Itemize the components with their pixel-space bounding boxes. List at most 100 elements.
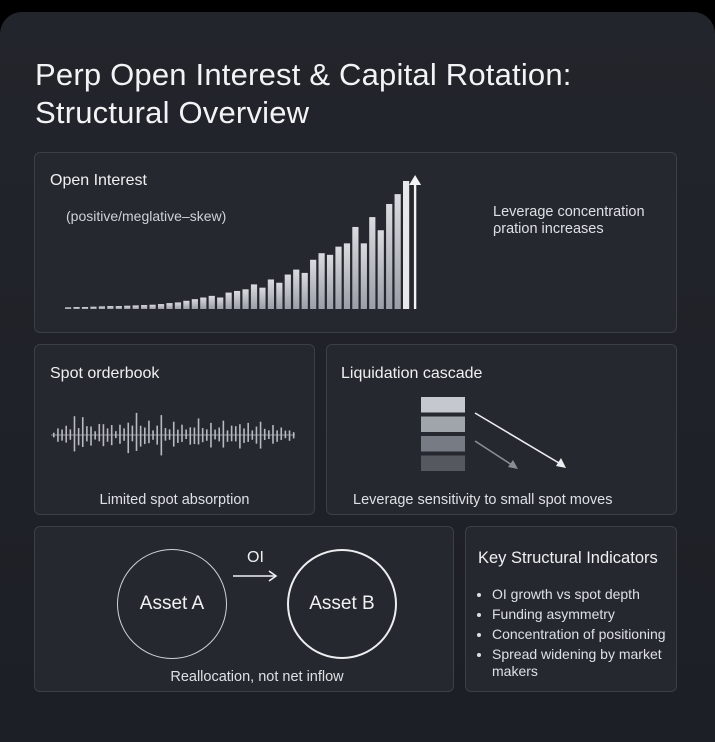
asset-b-circle: Asset B <box>287 549 397 659</box>
cascade-arrow-head-icon <box>556 458 566 468</box>
oi-bar <box>250 284 258 309</box>
spot-depth-bar <box>73 416 76 452</box>
capital-rotation-panel: Asset A Asset B OI Reallocation, not net… <box>34 526 454 692</box>
spot-depth-bar <box>197 418 200 445</box>
spot-orderbook-chart <box>51 412 295 456</box>
oi-bar <box>352 226 359 309</box>
open-interest-side-note: Leverage concentration ρration increases <box>493 204 645 237</box>
spot-depth-bar <box>152 430 154 440</box>
liquidation-layer <box>421 455 465 471</box>
secondary-arrow-icon <box>474 440 516 468</box>
liquidation-cascade-heading: Liquidation cascade <box>341 365 483 382</box>
spot-depth-bar <box>280 427 283 441</box>
oi-bar <box>394 194 401 309</box>
spot-depth-bar <box>288 430 291 441</box>
spot-depth-bar <box>115 431 117 439</box>
spot-depth-bar <box>81 417 84 447</box>
oi-bar <box>377 230 384 309</box>
liquidation-cascade-diagram <box>421 397 566 471</box>
spot-depth-bar <box>214 429 216 440</box>
oi-bar <box>310 259 317 309</box>
oi-bar <box>276 282 283 309</box>
oi-bar <box>81 307 89 309</box>
spot-depth-bar <box>255 426 258 444</box>
spot-depth-bar <box>251 430 254 440</box>
oi-bar <box>166 303 173 309</box>
oi-bar <box>343 243 351 309</box>
spot-depth-bar <box>98 423 101 442</box>
oi-bar <box>124 305 131 309</box>
oi-bar <box>234 290 241 309</box>
oi-bar <box>267 279 274 309</box>
indicators-panel: Key Structural Indicators OI growth vs s… <box>465 526 677 692</box>
spot-depth-bar <box>164 428 167 441</box>
liquidation-cascade-caption: Leverage sensitivity to small spot moves <box>353 492 613 508</box>
spot-depth-bar <box>148 420 150 444</box>
spot-depth-bar <box>243 428 245 443</box>
spot-depth-bar <box>201 428 204 443</box>
spot-depth-bar <box>106 428 109 442</box>
oi-bar <box>259 287 266 309</box>
spot-depth-bar <box>239 424 241 449</box>
spot-depth-bar <box>139 425 142 447</box>
oi-bar <box>149 304 156 309</box>
oi-bar <box>107 306 114 309</box>
indicators-heading: Key Structural Indicators <box>478 549 658 567</box>
oi-arrow-label: OI <box>247 549 264 566</box>
oi-bar <box>200 297 207 309</box>
oi-bar <box>335 246 342 309</box>
spot-depth-bar <box>259 421 262 449</box>
spot-depth-bar <box>189 427 192 445</box>
spot-depth-bar <box>69 429 72 440</box>
spot-orderbook-caption: Limited spot absorption <box>99 492 250 508</box>
oi-bar <box>65 307 72 309</box>
oi-bar <box>90 306 97 309</box>
spot-depth-bar <box>263 428 266 441</box>
spot-depth-bar <box>276 430 278 442</box>
open-interest-chart <box>65 175 422 309</box>
spot-orderbook-panel: Spot orderbook Limited spot absorption <box>34 344 315 515</box>
spot-depth-bar <box>206 429 208 441</box>
spot-depth-bar <box>292 432 295 439</box>
oi-bar <box>284 274 291 309</box>
spot-depth-bar <box>193 427 196 445</box>
open-interest-panel: Open Interest (positive/meglative–skew) … <box>34 152 677 333</box>
secondary-arrow-head-icon <box>508 460 518 469</box>
spot-orderbook-heading: Spot orderbook <box>50 365 160 382</box>
oi-bar <box>141 305 148 309</box>
spot-depth-bar <box>131 425 134 442</box>
spot-depth-bar <box>268 430 270 439</box>
oi-bar <box>326 254 334 309</box>
spot-depth-bar <box>127 422 130 454</box>
spot-depth-bar <box>61 429 63 441</box>
liquidation-layer <box>421 416 465 432</box>
open-interest-heading: Open Interest <box>50 172 147 189</box>
oi-bar <box>360 243 367 309</box>
spot-depth-bar <box>272 425 274 444</box>
liquidation-cascade-panel: Liquidation cascade Leverage sensitivity… <box>326 344 677 515</box>
indicator-item: OI growth vs spot depth <box>492 586 682 603</box>
spot-depth-bar <box>90 426 92 446</box>
spot-depth-bar <box>123 428 125 441</box>
page-title: Perp Open Interest & Capital Rotation: S… <box>35 57 572 130</box>
oi-bar <box>157 304 165 309</box>
oi-bar <box>174 302 182 309</box>
spot-depth-bar <box>234 426 237 442</box>
oi-bar <box>183 300 190 309</box>
spot-depth-bar <box>168 429 171 440</box>
spot-depth-bar <box>172 421 175 447</box>
spot-depth-bar <box>218 427 221 442</box>
spot-depth-bar <box>65 425 68 443</box>
spot-depth-bar <box>210 422 212 448</box>
spot-depth-bar <box>77 428 80 446</box>
oi-bar <box>293 269 300 309</box>
spot-depth-bar <box>86 426 88 442</box>
indicators-list: OI growth vs spot depth Funding asymmetr… <box>476 586 682 683</box>
oi-bar <box>318 253 325 309</box>
oi-bar <box>403 181 410 309</box>
oi-bar <box>132 305 139 309</box>
liquidation-layer <box>421 436 465 452</box>
spot-depth-bar <box>160 415 163 456</box>
spot-depth-bar <box>177 429 179 443</box>
spot-depth-bar <box>119 424 121 444</box>
